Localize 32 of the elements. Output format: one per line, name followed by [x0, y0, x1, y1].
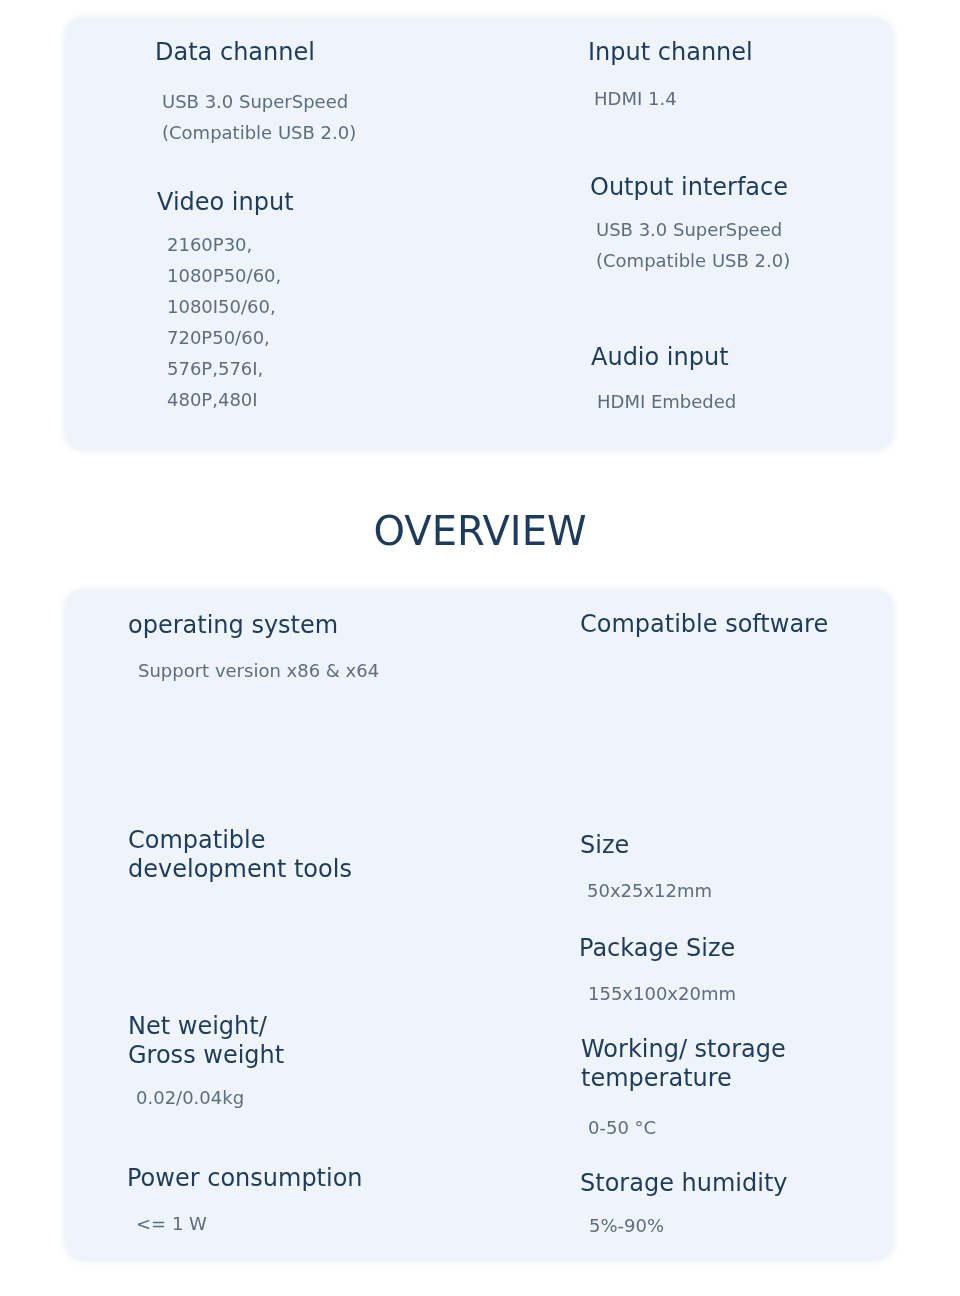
spec-heading: Size [580, 831, 631, 860]
spec-value: 0-50 °C [588, 1116, 658, 1140]
spec-heading: Video input [157, 188, 295, 217]
spec-value: 1080P50/60, [167, 264, 283, 288]
spec-value: USB 3.0 SuperSpeed (Compatible USB 2.0) [162, 90, 358, 145]
spec-value: 480P,480I [167, 388, 259, 412]
spec-value: <= 1 W [136, 1212, 208, 1236]
spec-heading: Power consumption [127, 1164, 364, 1193]
spec-heading: Compatible development tools [128, 826, 353, 884]
spec-heading: operating system [128, 611, 340, 640]
spec-value: Support version x86 & x64 [138, 659, 381, 683]
spec-value: 5%-90% [589, 1214, 666, 1238]
spec-value: 2160P30, [167, 233, 254, 257]
section-title: OVERVIEW [372, 508, 588, 554]
spec-value: HDMI Embeded [597, 390, 738, 414]
spec-heading: Compatible software [580, 610, 830, 639]
spec-heading: Input channel [588, 38, 754, 67]
spec-heading: Data channel [155, 38, 316, 67]
spec-heading: Audio input [591, 343, 730, 372]
spec-heading: Working/ storage temperature [581, 1035, 787, 1093]
spec-value: 0.02/0.04kg [136, 1086, 246, 1110]
spec-value: 720P50/60, [167, 326, 271, 350]
spec-value: USB 3.0 SuperSpeed (Compatible USB 2.0) [596, 218, 792, 273]
spec-value: HDMI 1.4 [594, 87, 678, 111]
spec-heading: Output interface [590, 173, 790, 202]
spec-value: 1080I50/60, [167, 295, 277, 319]
spec-heading: Net weight/ Gross weight [128, 1012, 286, 1070]
spec-heading: Storage humidity [580, 1169, 789, 1198]
spec-heading: Package Size [579, 934, 737, 963]
spec-value: 50x25x12mm [587, 879, 714, 903]
spec-value: 576P,576I, [167, 357, 265, 381]
spec-value: 155x100x20mm [588, 982, 737, 1006]
